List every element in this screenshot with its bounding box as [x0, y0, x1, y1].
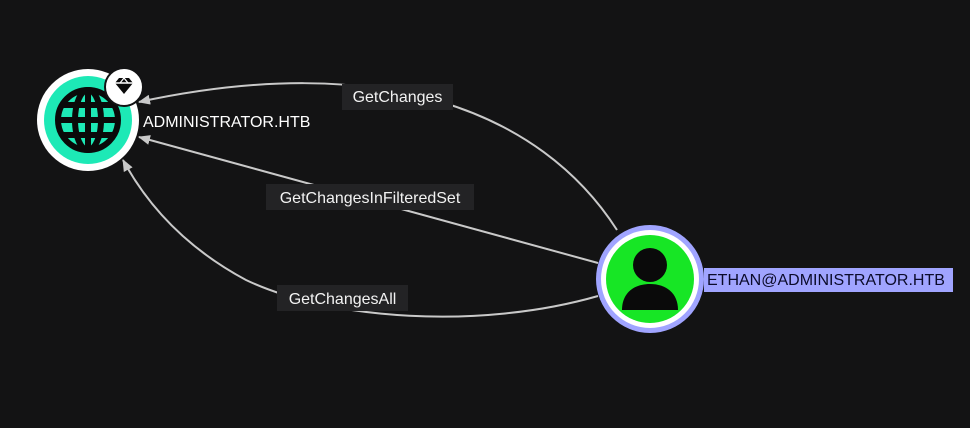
edge-label-getchangesall[interactable]: GetChangesAll	[289, 291, 397, 308]
edge-getchanges[interactable]: GetChanges	[138, 82, 618, 231]
edge-getchangesall[interactable]: GetChangesAll	[122, 159, 599, 318]
node-domain-label[interactable]: ADMINISTRATOR.HTB	[143, 114, 310, 131]
edge-getchangesinfilteredset[interactable]: GetChangesInFilteredSet	[138, 135, 599, 264]
globe-icon	[55, 87, 121, 153]
node-user-label-highlight	[704, 268, 953, 292]
edge-label-getchanges[interactable]: GetChanges	[353, 89, 443, 106]
node-user[interactable]: ETHAN@ADMINISTRATOR.HTB	[596, 225, 953, 333]
node-domain[interactable]: ADMINISTRATOR.HTB	[37, 67, 310, 171]
edge-label-bg	[266, 184, 474, 210]
edge-path-getchangesall[interactable]	[122, 159, 599, 318]
edge-label-getchangesinfilteredset[interactable]: GetChangesInFilteredSet	[280, 190, 461, 207]
edges: GetChanges GetChangesInFilteredSet GetCh…	[122, 82, 618, 318]
node-domain-badge	[104, 67, 144, 107]
edge-label-bg	[277, 285, 408, 311]
edge-label-bg	[342, 84, 453, 110]
node-user-label[interactable]: ETHAN@ADMINISTRATOR.HTB	[707, 272, 945, 289]
gem-icon	[115, 77, 133, 94]
user-icon	[622, 248, 678, 310]
